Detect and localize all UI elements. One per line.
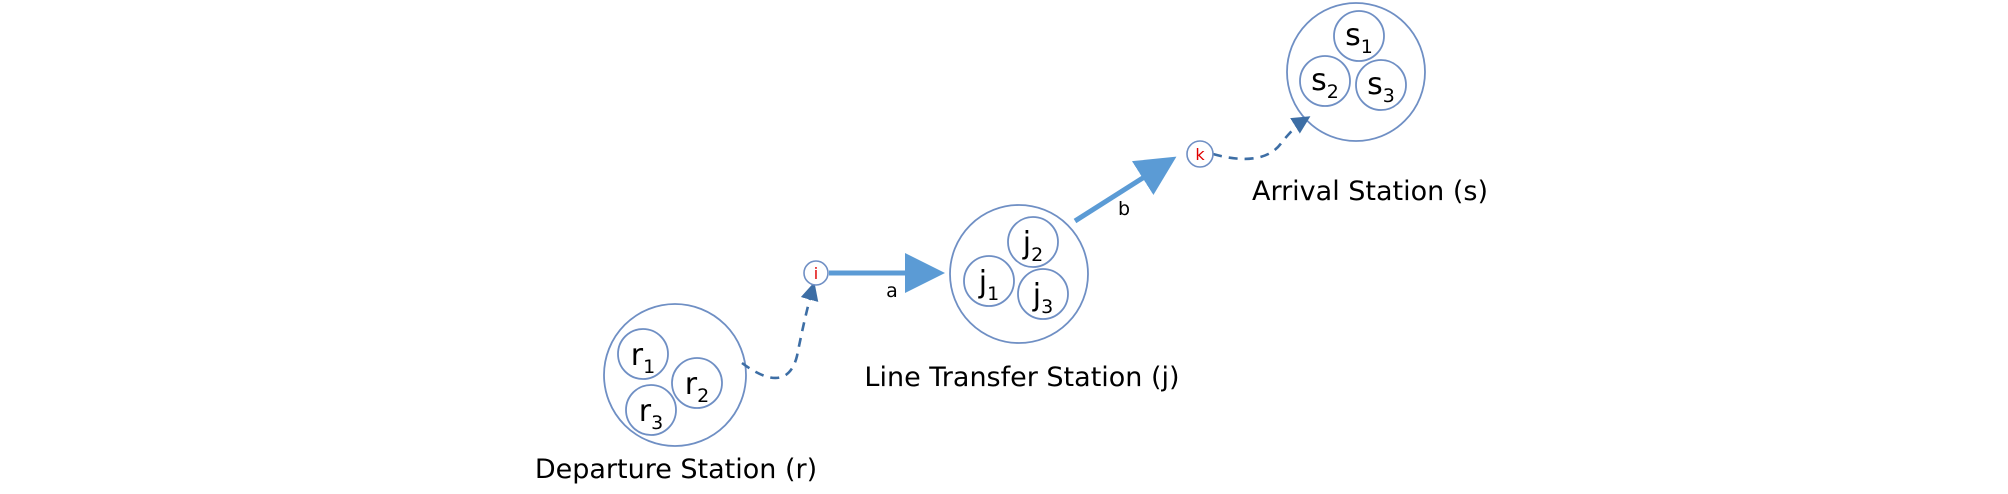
svg-text:s3: s3 (1367, 67, 1395, 107)
access-path-dashed (741, 281, 819, 380)
sub-station-index: 2 (1031, 244, 1043, 266)
sub-station-base: j (1032, 278, 1041, 313)
sub-station-base: s (1311, 63, 1327, 98)
sub-station-base: j (978, 265, 987, 300)
sub-station-base: j (1022, 226, 1031, 261)
transfer-station-circle (949, 204, 1089, 344)
edge-a-label: a (886, 280, 898, 302)
arrival-station-circle (1286, 2, 1426, 142)
node-k-label: k (1195, 145, 1205, 164)
egress-path-dashed (1212, 116, 1311, 161)
sub-station-base: s (1367, 67, 1383, 102)
sub-station-base: r (631, 338, 644, 373)
sub-station-index: 3 (1383, 85, 1395, 107)
sub-station-r3: r3 (625, 384, 677, 436)
svg-text:r1: r1 (631, 338, 655, 378)
sub-station-index: 3 (1041, 296, 1053, 318)
transfer-station-caption: Line Transfer Station (j) (864, 362, 1179, 393)
departure-station-caption: Departure Station (r) (535, 454, 817, 485)
sub-station-index: 1 (643, 356, 655, 378)
svg-text:s1: s1 (1345, 18, 1373, 58)
sub-station-r1: r1 (617, 328, 669, 380)
sub-station-index: 2 (1327, 81, 1339, 103)
sub-station-base: r (685, 367, 698, 402)
departure-station: r1 r2 r3 Departure Station (r) (535, 303, 817, 485)
sub-station-r2: r2 (671, 357, 723, 409)
sub-station-index: 3 (651, 412, 663, 434)
sub-station-base: s (1345, 18, 1361, 53)
sub-station-base: r (639, 394, 652, 429)
sub-station-j1: j1 (963, 255, 1015, 307)
svg-text:j3: j3 (1032, 278, 1053, 318)
edge-b-arrow (1073, 156, 1177, 224)
edge-b-label: b (1118, 198, 1130, 220)
svg-text:r2: r2 (685, 367, 709, 407)
svg-text:j2: j2 (1022, 226, 1043, 266)
node-i: i (803, 260, 829, 286)
svg-text:r3: r3 (639, 394, 663, 434)
node-k: k (1186, 140, 1214, 168)
arrival-station-caption: Arrival Station (s) (1252, 176, 1488, 207)
node-i-label: i (814, 264, 818, 283)
sub-station-j2: j2 (1007, 216, 1059, 268)
sub-station-s2: s2 (1299, 55, 1351, 107)
sub-station-index: 1 (987, 283, 999, 305)
sub-station-j3: j3 (1017, 268, 1069, 320)
departure-station-circle (603, 303, 747, 447)
sub-station-s3: s3 (1355, 59, 1407, 111)
svg-text:s2: s2 (1311, 63, 1339, 103)
sub-station-index: 1 (1361, 36, 1373, 58)
sub-station-s1: s1 (1333, 10, 1385, 62)
transfer-station: j2 j1 j3 Line Transfer Station (j) (864, 204, 1180, 393)
arrival-station: s1 s2 s3 Arrival Station (s) (1252, 2, 1488, 207)
svg-text:j1: j1 (978, 265, 999, 305)
sub-station-index: 2 (697, 385, 709, 407)
